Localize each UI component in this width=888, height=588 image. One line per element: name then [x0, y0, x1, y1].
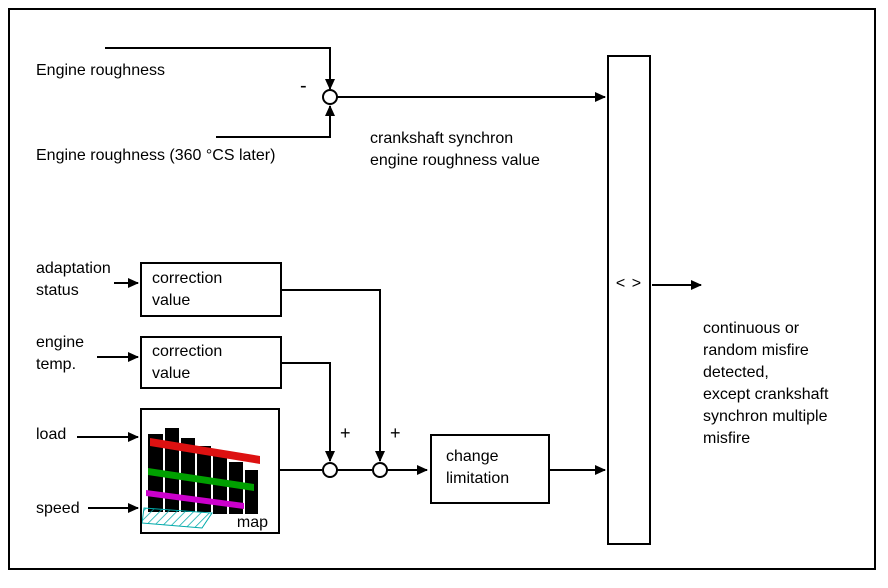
speed-label: speed [36, 500, 80, 517]
map-magenta-band [146, 490, 244, 509]
crankshaft-synchron-label: crankshaft synchron engine roughness val… [370, 130, 540, 169]
change-limitation-box: change limitation [430, 434, 550, 504]
map-red-band [150, 438, 260, 464]
comparator-block: < > [607, 55, 651, 545]
plus-sign-1: + [340, 423, 351, 443]
result-label: continuous or random misfire detected, e… [703, 320, 829, 447]
correction-value-box-2: correction value [140, 336, 282, 389]
map-graphic [141, 428, 260, 529]
map-box: map [140, 408, 280, 534]
correction-value-box-1: correction value [140, 262, 282, 317]
correction-value-1-label: correction value [152, 270, 223, 309]
change-limitation-label: change limitation [446, 448, 510, 487]
map-cyan-base [141, 507, 213, 529]
engine-roughness-label: Engine roughness [36, 62, 165, 79]
engine-temp-label: engine temp. [36, 334, 85, 373]
plus-sign-2: + [390, 423, 401, 443]
map-green-band [148, 468, 254, 491]
correction-value-2-label: correction value [152, 343, 223, 382]
comparator-label: < > [615, 275, 643, 292]
adaptation-status-label: adaptation status [36, 260, 111, 299]
engine-roughness-later-label: Engine roughness (360 °CS later) [36, 147, 276, 164]
minus-sign: - [300, 75, 307, 97]
map-label: map [236, 514, 268, 531]
load-label: load [36, 426, 67, 443]
